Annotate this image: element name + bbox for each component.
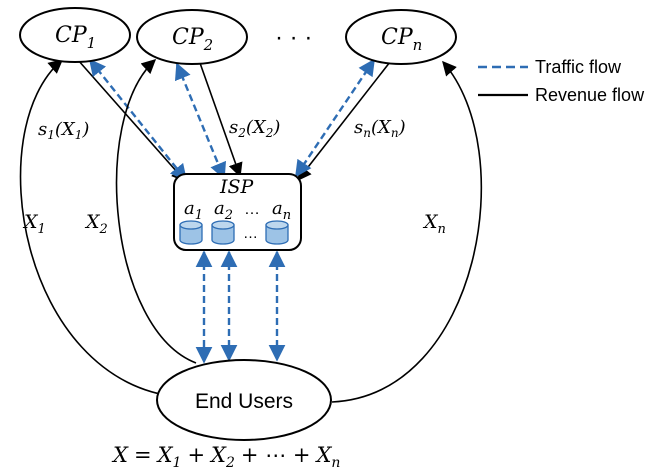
isp-label: ISP (219, 176, 255, 198)
label-s1: s1(X1) (38, 119, 89, 142)
label-x2: X2 (84, 211, 108, 237)
cache-a2-icon (211, 220, 235, 245)
legend-traffic-label: Traffic flow (535, 57, 622, 77)
revenue-curve-x1 (19, 59, 179, 398)
cp-ellipsis: · · · (275, 24, 312, 51)
cache-a1-label: a1 (184, 198, 203, 223)
node-cp2: CP2 (136, 9, 248, 65)
label-s2: s2(X2) (229, 117, 280, 140)
revenue-curve-x2 (115, 59, 197, 364)
node-isp: ISP a1 a2 … an … (173, 173, 302, 251)
cp1-symbol: CP (55, 23, 88, 48)
cache-an-icon (265, 220, 289, 245)
cp2-subscript: 2 (203, 36, 214, 54)
svg-text:CP1: CP1 (55, 23, 96, 52)
svg-text:CPn: CPn (381, 25, 422, 54)
traffic-arrow-cpn-isp (295, 58, 375, 178)
legend-revenue-label: Revenue flow (535, 85, 645, 105)
traffic-arrow-cp2-isp (174, 62, 227, 180)
label-x1: X1 (22, 211, 46, 237)
cp2-symbol: CP (172, 25, 205, 50)
cpn-subscript: n (413, 36, 423, 54)
cache-a1-icon (179, 220, 203, 245)
cp1-subscript: 1 (87, 34, 97, 52)
node-cp1: CP1 (19, 7, 131, 63)
label-sn: sn(Xn) (354, 117, 406, 140)
label-xn: Xn (422, 211, 446, 237)
revenue-arrow-cp1-isp (77, 59, 186, 183)
node-end-users: End Users (156, 359, 332, 441)
node-cpn: CPn (345, 9, 457, 65)
cache-an-label: an (272, 198, 291, 223)
svg-text:CP2: CP2 (172, 25, 213, 54)
cache-dots: … (243, 225, 258, 242)
revenue-curve-xn (331, 60, 483, 403)
cache-a2-label: a2 (214, 198, 233, 223)
cache-ellipsis-label: … (244, 201, 260, 218)
cpn-symbol: CP (381, 25, 414, 50)
legend: Traffic flow Revenue flow (478, 57, 645, 105)
end-users-label: End Users (195, 390, 293, 413)
total-demand-equation: X=X1+X2+ ⋯ +Xn (111, 443, 340, 471)
traffic-arrow-cp1-isp (88, 58, 188, 182)
